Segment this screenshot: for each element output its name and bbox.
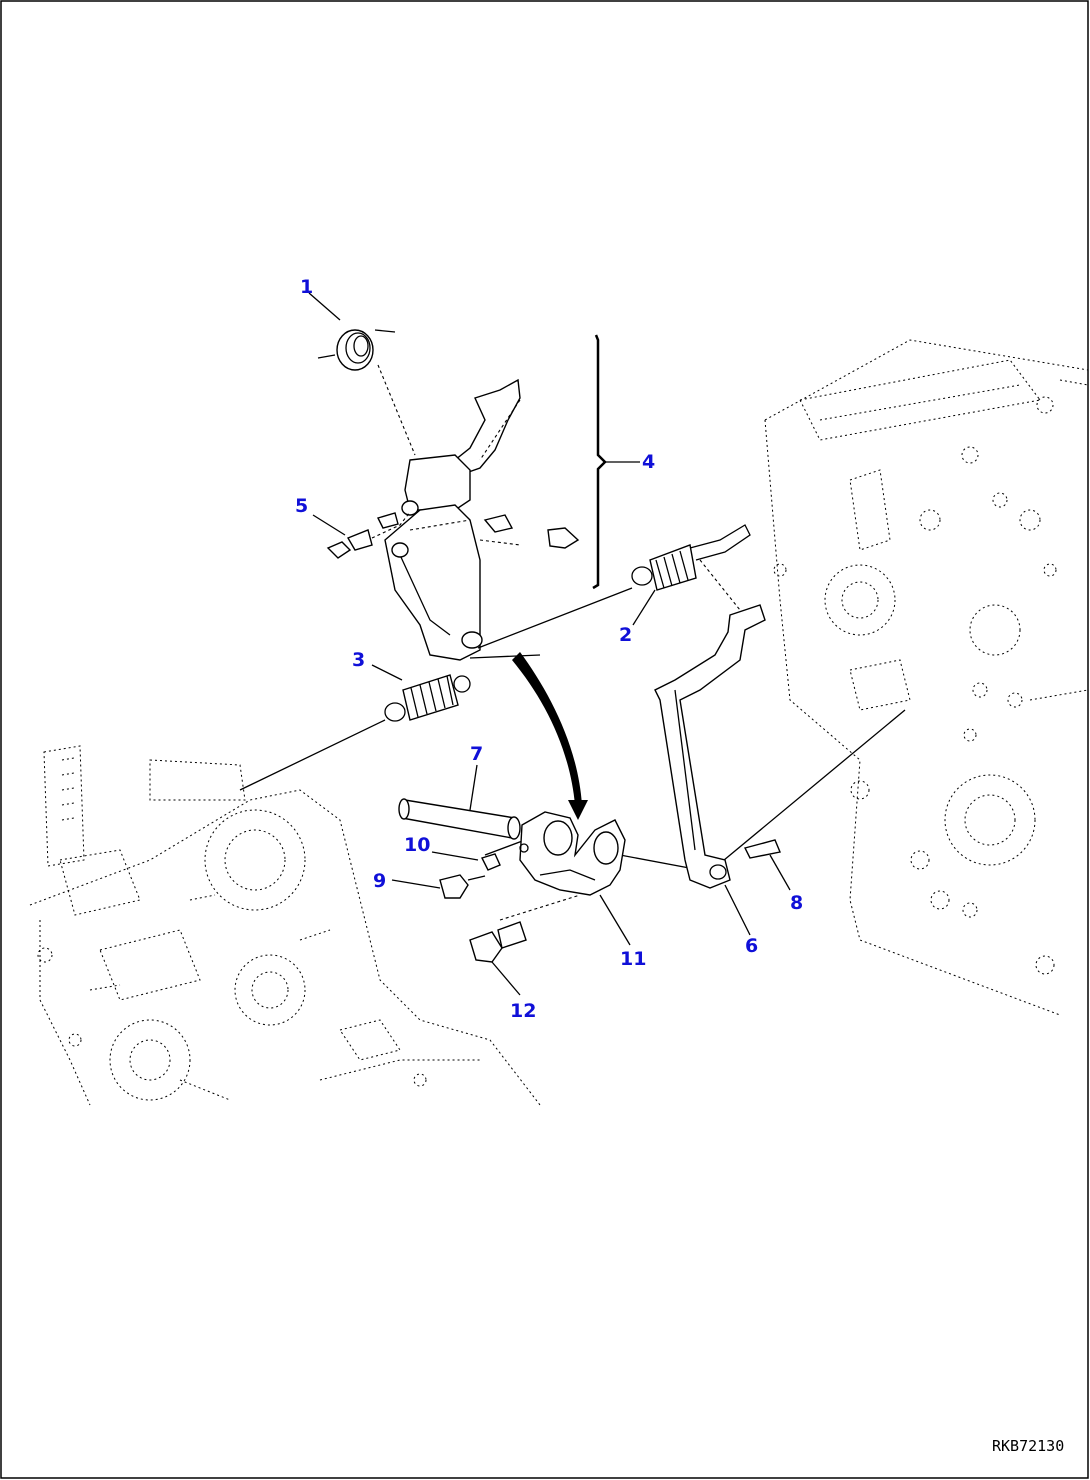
tension-spring-upper bbox=[631, 524, 751, 611]
drawing-code: RKB72130 bbox=[992, 1437, 1064, 1455]
direction-arrow bbox=[512, 652, 588, 820]
callout-3: 3 bbox=[352, 649, 365, 671]
bracket bbox=[519, 811, 626, 896]
cotter-pin bbox=[743, 839, 781, 859]
callout-4: 4 bbox=[642, 451, 655, 473]
torsion-spring bbox=[317, 329, 416, 456]
mounting-bolt bbox=[469, 921, 527, 963]
tension-spring-lower bbox=[384, 674, 471, 722]
callout-7: 7 bbox=[470, 743, 483, 765]
nut-and-bolt bbox=[326, 511, 411, 559]
shaft bbox=[398, 798, 521, 840]
small-bolt bbox=[439, 874, 486, 899]
callout-10: 10 bbox=[404, 834, 430, 856]
callout-2: 2 bbox=[619, 624, 632, 646]
callout-11: 11 bbox=[620, 948, 646, 970]
left-housing-drawing bbox=[29, 745, 541, 1106]
pedal-arm bbox=[654, 604, 766, 889]
assembly-bracket bbox=[592, 334, 640, 590]
washer bbox=[481, 843, 529, 871]
leader-lines bbox=[308, 292, 791, 996]
callout-9: 9 bbox=[373, 870, 386, 892]
callout-5: 5 bbox=[295, 495, 308, 517]
callout-1: 1 bbox=[300, 276, 313, 298]
callout-8: 8 bbox=[790, 892, 803, 914]
right-engine-block-drawing bbox=[764, 339, 1089, 1016]
lever-assembly bbox=[384, 378, 580, 661]
callout-6: 6 bbox=[745, 935, 758, 957]
callout-12: 12 bbox=[510, 1000, 536, 1022]
